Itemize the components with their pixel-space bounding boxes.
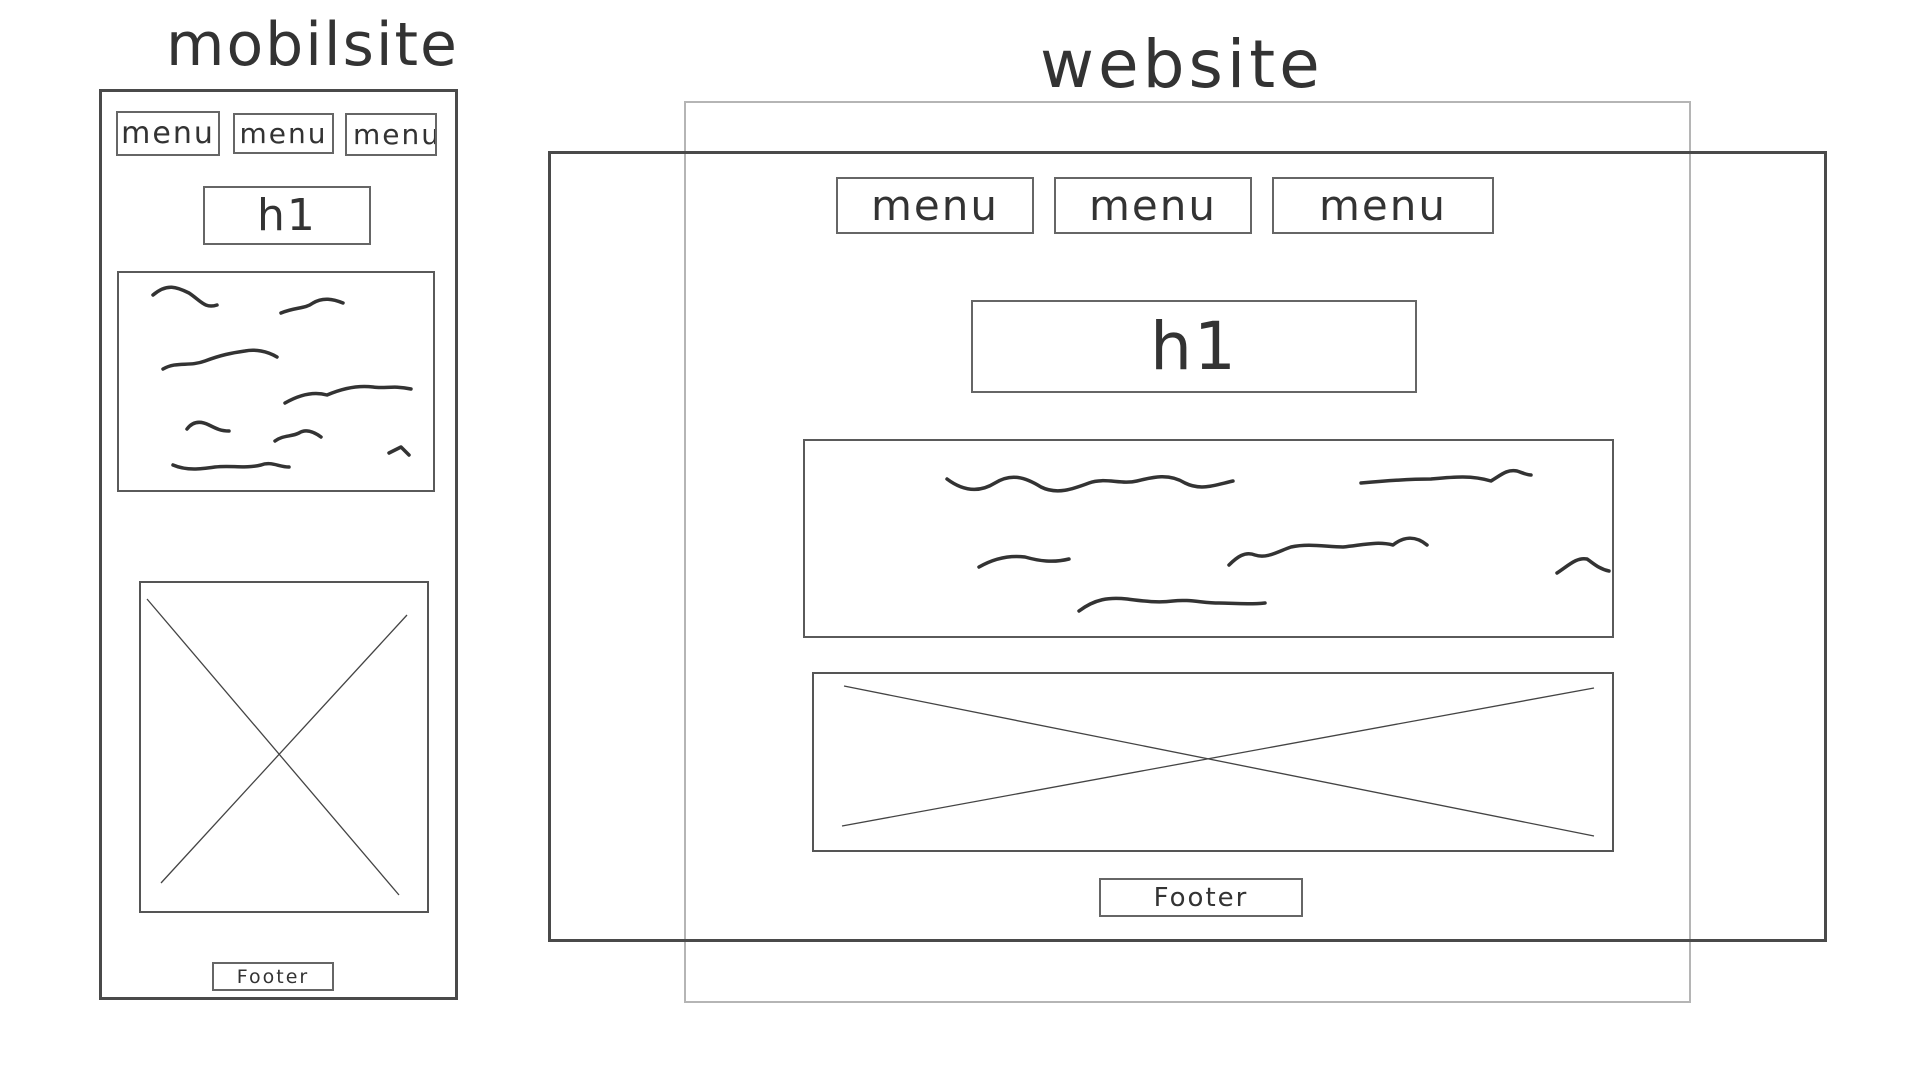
mobile-menu-button-3: menu [345,113,437,156]
website-image-cross [841,685,1595,837]
website-heading-label: h1 [1150,308,1238,385]
mobile-text-block [117,271,435,492]
mobile-menu-button-2: menu [233,113,334,154]
website-footer: Footer [1099,878,1303,917]
mobile-image-placeholder [139,581,429,913]
mobile-footer: Footer [212,962,334,991]
website-footer-label: Footer [1153,882,1249,913]
website-image-placeholder [812,672,1614,852]
mobile-frame [99,89,458,1000]
website-frame [548,151,1827,942]
website-menu-label-2: menu [1089,181,1217,230]
mobile-menu-label-1: menu [121,116,215,151]
mobile-menu-button-1: menu [116,111,220,156]
website-faint-outline [684,101,1691,1003]
website-text-scribbles [945,468,1611,613]
mobile-text-scribbles [151,285,413,471]
website-menu-label-3: menu [1319,181,1447,230]
website-menu-button-1: menu [836,177,1034,234]
website-heading-box: h1 [971,300,1417,393]
mobile-heading-box: h1 [203,186,371,245]
website-menu-label-1: menu [871,181,999,230]
website-menu-button-2: menu [1054,177,1252,234]
website-text-block [803,439,1614,638]
mobile-heading-label: h1 [257,190,317,241]
mobile-site-title: mobilsite [166,10,459,80]
website-menu-button-3: menu [1272,177,1494,234]
mobile-menu-label-2: menu [239,117,328,150]
website-title: website [1040,26,1324,103]
mobile-menu-label-3: menu [353,118,437,151]
mobile-image-cross [146,598,408,896]
mobile-footer-label: Footer [236,965,310,988]
